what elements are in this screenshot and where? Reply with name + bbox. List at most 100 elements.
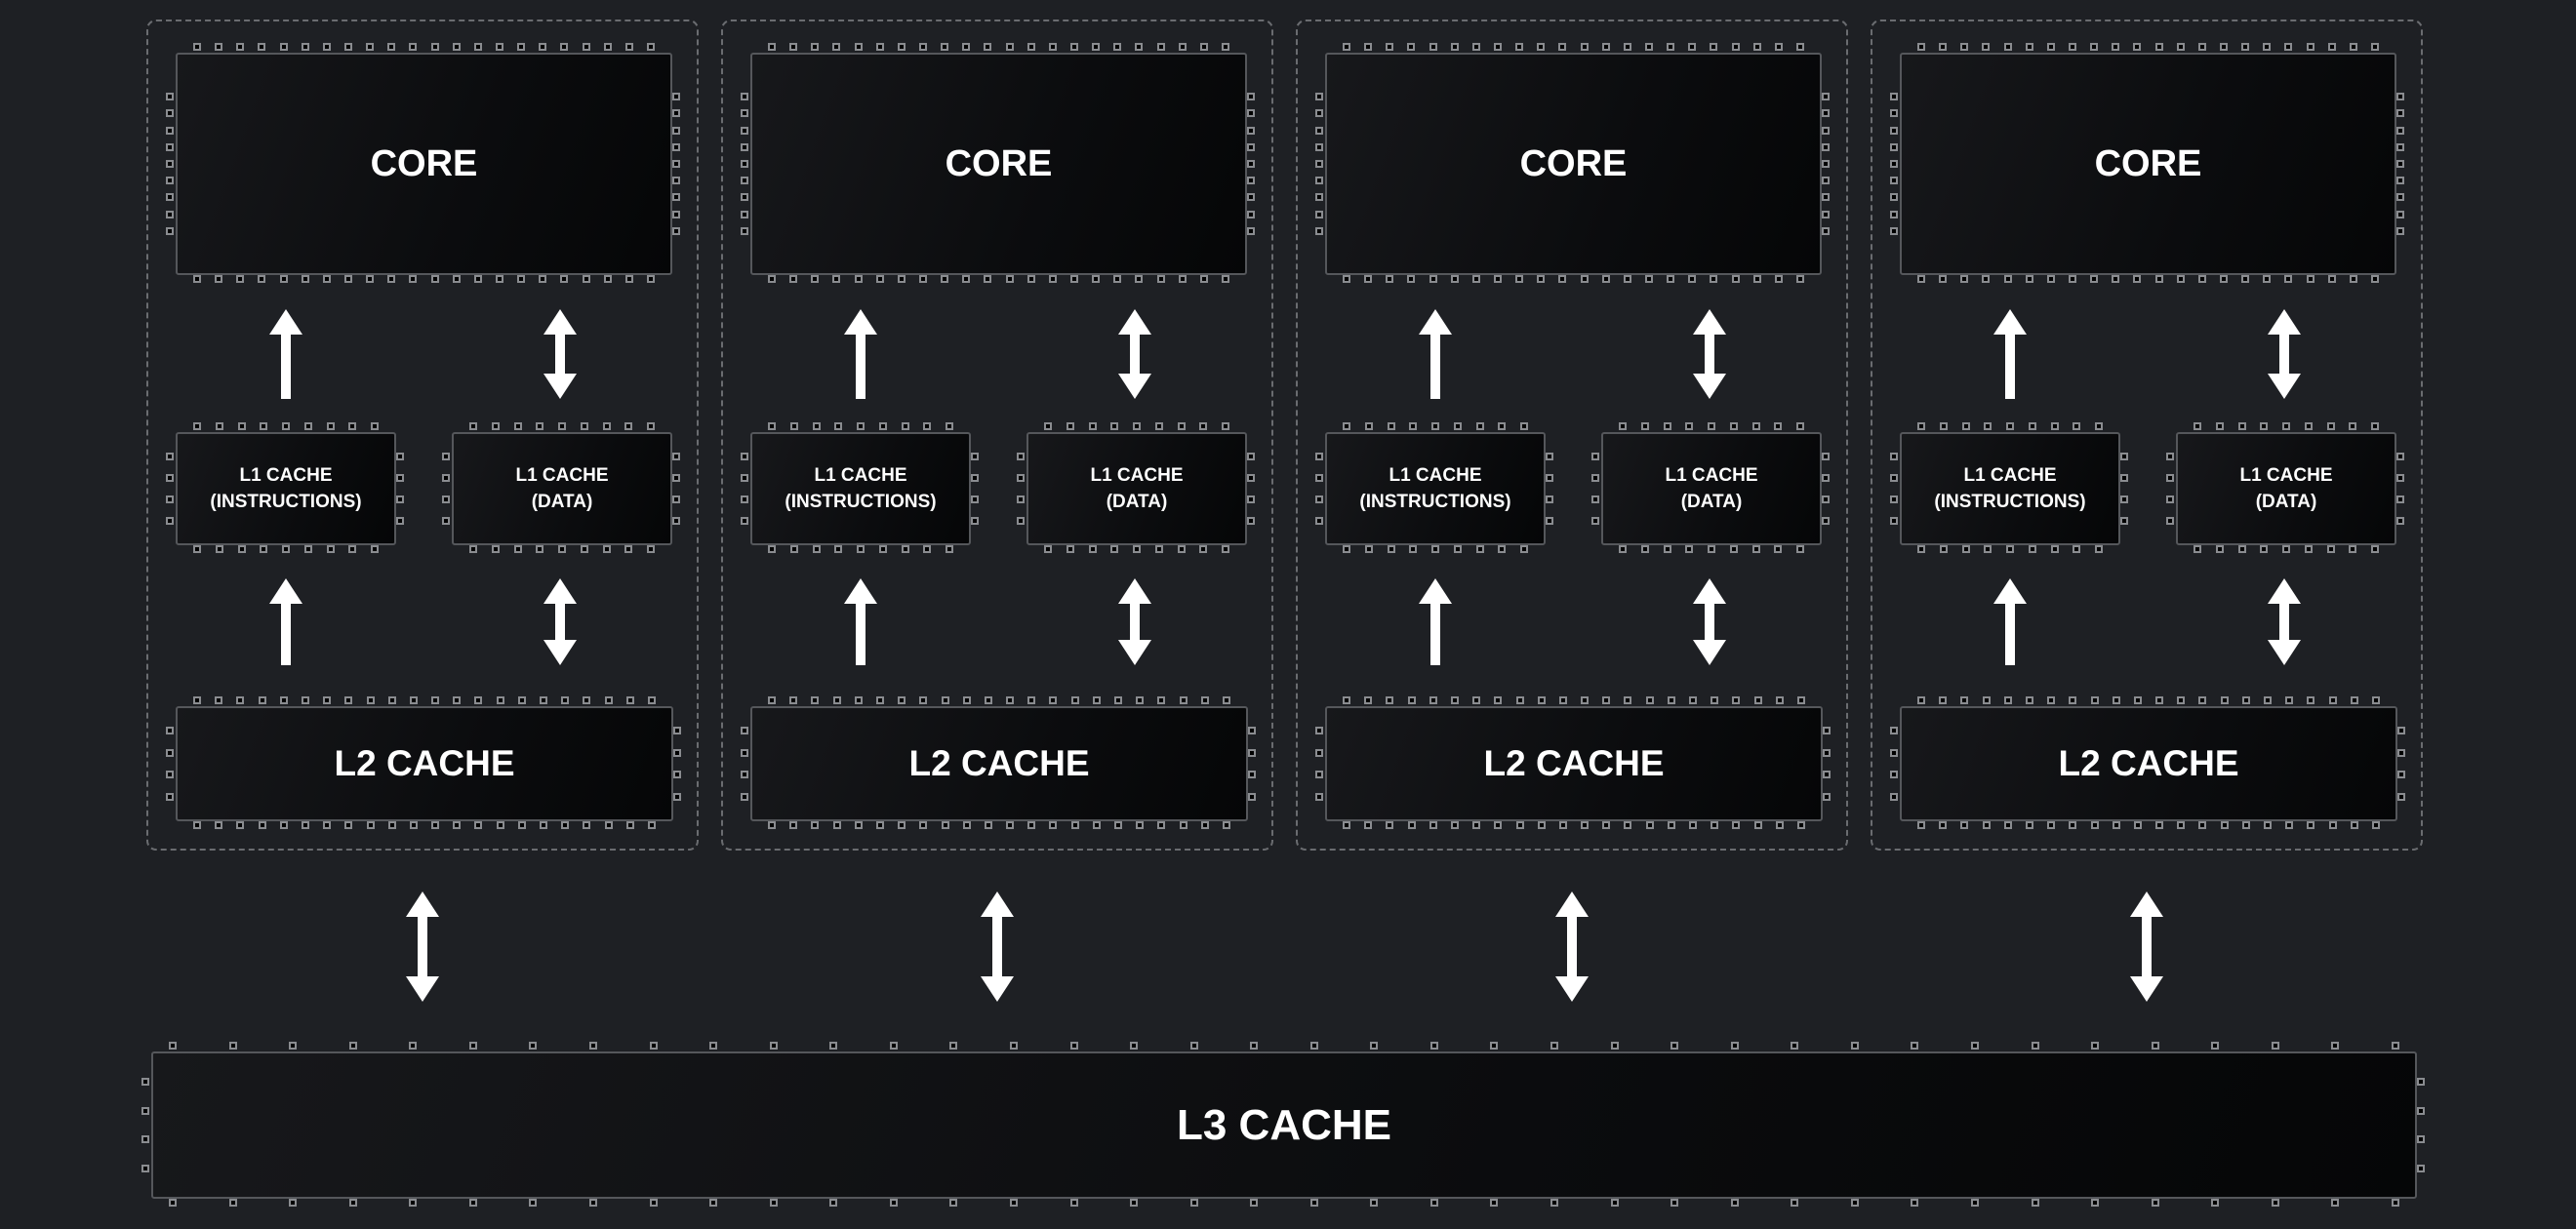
chip-pin (1822, 452, 1830, 460)
chip-pin (1498, 422, 1507, 430)
chip-pin (279, 696, 288, 704)
chip-pin (946, 422, 953, 430)
chip-pin (2285, 821, 2294, 829)
chip-pin (1822, 93, 1830, 101)
chip-pin (1088, 422, 1097, 430)
chip-pin (2120, 452, 2128, 460)
chip-pin (1069, 1199, 1078, 1207)
core-label: CORE (1519, 142, 1628, 184)
arrow-up-icon (1993, 309, 2027, 399)
chip-pin (366, 43, 375, 51)
chip-pin (1247, 452, 1255, 460)
chip-pin (1667, 696, 1675, 704)
chip-pin (1017, 473, 1025, 482)
chip-pin (1017, 452, 1025, 460)
chip-pin (1645, 43, 1653, 51)
chip-pin (1130, 1042, 1139, 1050)
chip-pin (1315, 193, 1323, 202)
chip-pin (672, 517, 680, 526)
chip-pin (898, 696, 906, 704)
chip-pin (2371, 43, 2379, 51)
chip-pin (625, 696, 634, 704)
chip-pin (237, 545, 246, 553)
chip-pin (1730, 1199, 1739, 1207)
chip-pin (326, 422, 335, 430)
chip-pin (1710, 43, 1718, 51)
chip-pin (141, 1078, 149, 1087)
chip-pin (344, 696, 353, 704)
chip-pin (387, 43, 396, 51)
chip-pin (1623, 43, 1631, 51)
chip-pin (889, 1199, 898, 1207)
chip-pin (2372, 696, 2380, 704)
chip-pin (2306, 43, 2314, 51)
chip-pin (2260, 545, 2269, 553)
chip-pin (2211, 1042, 2220, 1050)
chip-pin (1343, 821, 1350, 829)
chip-pin (2069, 43, 2076, 51)
chip-pin (1730, 1042, 1739, 1050)
chip-pin (1387, 545, 1395, 553)
chip-pin (2396, 177, 2404, 185)
arrow-bidirectional-icon (2268, 578, 2301, 665)
chip-pin (1939, 545, 1948, 553)
chip-pin (442, 473, 450, 482)
l1-instruction-cache-chip: L1 CACHE (INSTRUCTIONS) (1890, 422, 2128, 553)
l2-cache-chip: L2 CACHE (166, 696, 681, 829)
chip-pin (496, 43, 503, 51)
chip-pin (2396, 473, 2404, 482)
chip-pin (282, 422, 290, 430)
chip-pin (673, 771, 681, 779)
chip-pin (1939, 275, 1948, 283)
chip-pin (1822, 226, 1830, 235)
chip-pin (941, 275, 949, 283)
chip-pin (2349, 43, 2357, 51)
chip-pin (1409, 422, 1418, 430)
chip-pin (141, 1135, 149, 1144)
chip-pin (2271, 1042, 2279, 1050)
chip-pin (647, 43, 655, 51)
chip-pin (1917, 422, 1925, 430)
chip-pin (768, 275, 776, 283)
chip-pin (387, 275, 396, 283)
chip-pin (1917, 43, 1925, 51)
chip-pin (1429, 43, 1437, 51)
chip-pin (2120, 517, 2128, 526)
chip-pin (2025, 43, 2033, 51)
chip-pin (2397, 792, 2405, 801)
chip-pin (1710, 275, 1718, 283)
chip-pin (1343, 43, 1350, 51)
arrow-bidirectional-icon (543, 309, 577, 399)
chip-pin (582, 43, 590, 51)
chip-pin (166, 226, 174, 235)
chip-pin (1601, 43, 1610, 51)
chip-pin (582, 275, 590, 283)
chip-pin (1515, 821, 1524, 829)
chip-pin (1343, 545, 1350, 553)
core-chip: CORE (1890, 43, 2404, 283)
chip-pin (2112, 821, 2120, 829)
chip-pin (1961, 422, 1970, 430)
chip-pin (1939, 696, 1948, 704)
arrow-bidirectional-icon (1693, 578, 1726, 665)
chip-pin (2003, 696, 2012, 704)
chip-pin (1199, 422, 1208, 430)
chip-pin (2112, 696, 2120, 704)
chip-pin (529, 1042, 538, 1050)
chip-pin (741, 126, 748, 135)
chip-pin (279, 275, 288, 283)
chip-pin (1490, 1042, 1499, 1050)
chip-pin (1960, 275, 1969, 283)
chip-pin (258, 43, 266, 51)
chip-pin (923, 545, 932, 553)
chip-pin (513, 545, 522, 553)
chip-pin (166, 727, 174, 735)
chip-pin (2328, 696, 2337, 704)
chip-pin (2028, 545, 2036, 553)
chip-pin (971, 496, 979, 504)
chip-pin (2220, 696, 2229, 704)
chip-pin (1247, 109, 1255, 118)
chip-pin (941, 821, 949, 829)
chip-pin (2166, 452, 2174, 460)
chip-pin (2120, 473, 2128, 482)
